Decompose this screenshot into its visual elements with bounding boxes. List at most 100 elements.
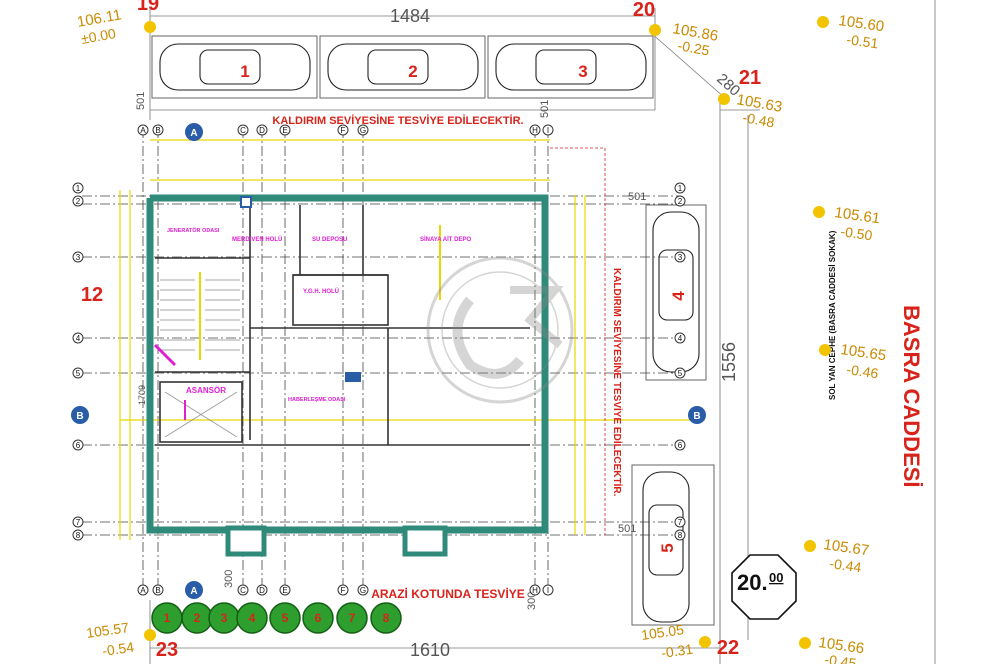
tree-6 <box>302 602 334 634</box>
street-name: BASRA CADDESİ <box>899 305 924 488</box>
svg-text:F: F <box>341 126 346 135</box>
tree-8 <box>370 602 402 634</box>
car-5 <box>642 471 690 623</box>
svg-text:B: B <box>693 411 700 422</box>
svg-text:F: F <box>341 586 346 595</box>
svg-text:A: A <box>190 128 197 139</box>
svg-text:7: 7 <box>76 518 81 527</box>
svg-text:H: H <box>532 126 538 135</box>
svg-text:2: 2 <box>678 197 683 206</box>
svg-text:5: 5 <box>678 369 683 378</box>
parking-label-2: 2 <box>408 62 417 81</box>
street-diff-2: -0.50 <box>840 223 874 243</box>
dim-bottom-gap-1: 300 <box>223 570 235 588</box>
room-ygh-holu: Y.G.H. HOLÜ <box>303 288 339 295</box>
note-top: KALDIRIM SEVİYESİNE TESVİYE EDİLECEKTİR. <box>272 114 523 127</box>
tree-label-4: 4 <box>249 611 256 625</box>
svg-text:4: 4 <box>678 334 683 343</box>
dim-bottom-width: 1610 <box>410 640 450 660</box>
label-12: 12 <box>81 284 103 306</box>
room-haberlesme: HABERLEŞME ODASI <box>288 397 346 403</box>
svg-text:D: D <box>259 586 265 595</box>
axis-bubbles: A B C D E F G H I A B C D E F G H I 1 2 … <box>72 124 686 596</box>
dim-side-1: 501 <box>135 92 147 110</box>
svg-text:E: E <box>282 126 287 135</box>
svg-text:8: 8 <box>76 531 81 540</box>
tree-5 <box>269 602 301 634</box>
corner-diff-23: -0.54 <box>101 639 135 659</box>
svg-text:A: A <box>190 586 197 597</box>
scale-main: 20. <box>737 570 768 595</box>
corner-elev-23: 105.57 <box>85 619 130 641</box>
svg-text:A: A <box>140 126 146 135</box>
room-asansor: ASANSÖR <box>186 386 226 395</box>
dim-top-width: 1484 <box>390 6 430 26</box>
street-diff-1: -0.51 <box>846 31 880 51</box>
section-markers: A A B B <box>71 123 706 599</box>
svg-text:3: 3 <box>76 253 81 262</box>
tree-label-5: 5 <box>282 611 289 625</box>
car-2 <box>327 43 479 91</box>
svg-text:6: 6 <box>76 441 81 450</box>
svg-text:E: E <box>282 586 287 595</box>
corner-diff-20: -0.25 <box>676 37 710 58</box>
corner-markers <box>144 16 831 649</box>
tree-4 <box>236 602 268 634</box>
street-diff-3: -0.46 <box>846 361 880 381</box>
tree-label-6: 6 <box>315 611 322 625</box>
tree-label-3: 3 <box>221 611 228 625</box>
dim-left-height: 1709 <box>137 385 147 405</box>
room-jenerator: JENERATÖR ODASI <box>167 227 220 234</box>
svg-text:3: 3 <box>678 253 683 262</box>
svg-text:I: I <box>547 126 549 135</box>
tree-label-7: 7 <box>349 611 356 625</box>
street-diff-5: -0.45 <box>824 651 858 664</box>
street-elev-3: 105.65 <box>839 341 887 364</box>
parking-label-1: 1 <box>240 62 249 81</box>
svg-text:6: 6 <box>678 441 683 450</box>
street-elev-1: 105.60 <box>837 12 885 35</box>
street-elev-2: 105.61 <box>833 204 881 227</box>
room-merdiven: MERDİVEN HOLÜ <box>232 236 282 243</box>
corner-num-19: 19 <box>137 0 159 15</box>
side-facade-note: SOL YAN CEPHE (BASRA CADDESİ SOKAK) <box>828 230 837 400</box>
room-su-deposu: SU DEPOSU <box>312 237 347 243</box>
svg-text:G: G <box>360 586 366 595</box>
scale-sup: 00 <box>769 570 783 585</box>
corner-diff-22: -0.31 <box>660 641 694 661</box>
parking-label-3: 3 <box>578 62 587 81</box>
parking-label-5: 5 <box>658 543 677 552</box>
corner-elev-22: 105.05 <box>640 621 685 643</box>
yellow-guides <box>119 139 705 540</box>
car-3 <box>495 43 647 91</box>
corner-num-21: 21 <box>739 67 761 89</box>
dim-side-4: 501 <box>618 523 636 535</box>
corner-num-22: 22 <box>717 637 739 659</box>
tree-label-1: 1 <box>164 611 171 625</box>
street-elev-5: 105.66 <box>817 634 865 657</box>
watermark-logo <box>426 256 574 404</box>
dim-side-2: 501 <box>539 100 551 118</box>
parking-label-4: 4 <box>669 291 688 301</box>
svg-text:5: 5 <box>76 369 81 378</box>
svg-text:A: A <box>140 586 146 595</box>
corner-diff-21: -0.48 <box>741 109 775 130</box>
svg-text:I: I <box>547 586 549 595</box>
parking-top <box>151 35 654 99</box>
car-1 <box>159 43 311 91</box>
corner-num-20: 20 <box>633 0 655 21</box>
dim-right-height: 1556 <box>719 342 739 382</box>
svg-text:2: 2 <box>76 197 81 206</box>
svg-text:C: C <box>240 586 246 595</box>
dim-side-3: 501 <box>628 191 646 203</box>
corner-num-23: 23 <box>156 639 178 661</box>
car-4 <box>652 211 700 373</box>
svg-text:G: G <box>360 126 366 135</box>
note-right-vertical: KALDIRIM SEVİYESİNE TESVİYE EDİLECEKTİR. <box>611 268 624 497</box>
street-diff-4: -0.44 <box>829 555 863 575</box>
svg-text:B: B <box>155 126 160 135</box>
tree-label-2: 2 <box>194 611 201 625</box>
svg-text:C: C <box>240 126 246 135</box>
tree-label-8: 8 <box>383 611 390 625</box>
